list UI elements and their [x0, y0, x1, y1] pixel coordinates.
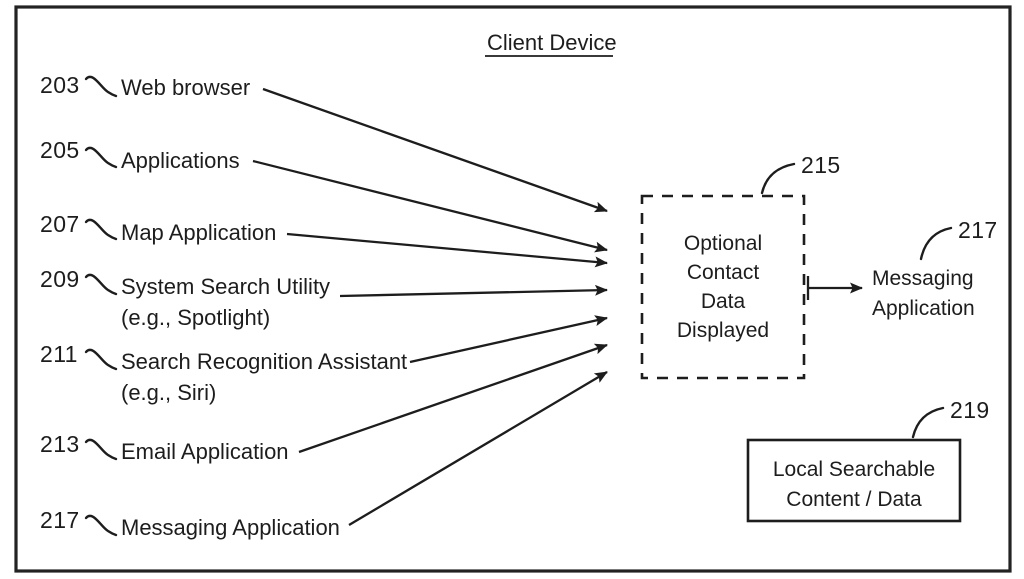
center-box-line-4: Displayed: [677, 319, 769, 342]
source-node-205: 205 Applications: [40, 137, 608, 253]
leader-squiggle-209: [84, 273, 118, 296]
storage-box-line-2: Content / Data: [786, 488, 922, 511]
ref-number-217-right: 217: [958, 217, 998, 243]
source-sublabel-211: (e.g., Siri): [121, 380, 216, 405]
ref-number-203: 203: [40, 72, 80, 98]
ref-number-215: 215: [801, 152, 841, 178]
leader-squiggle-207: [84, 218, 118, 241]
ref-number-213: 213: [40, 431, 80, 457]
leader-squiggle-203: [84, 75, 118, 98]
client-device-frame: [14, 5, 1012, 573]
flow-arrow-207: [286, 232, 608, 268]
storage-box-line-1: Local Searchable: [773, 458, 935, 481]
output-label-line-1: Messaging: [872, 267, 974, 290]
source-label-213: Email Application: [121, 439, 289, 464]
ref-number-205: 205: [40, 137, 80, 163]
output-label-line-2: Application: [872, 297, 975, 320]
center-box-line-1: Optional: [684, 232, 762, 255]
ref-number-207: 207: [40, 211, 80, 237]
source-sublabel-209: (e.g., Spotlight): [121, 305, 270, 330]
center-box-line-2: Contact: [687, 261, 760, 284]
leader-curve-219: [911, 406, 945, 439]
center-box-line-3: Data: [701, 290, 746, 313]
leader-curve-217-right: [919, 226, 953, 261]
flow-arrow-217: [348, 371, 608, 526]
ref-number-219: 219: [950, 397, 990, 423]
source-label-217-left: Messaging Application: [121, 515, 340, 540]
source-label-207: Map Application: [121, 220, 276, 245]
leader-squiggle-205: [84, 146, 118, 169]
source-label-203: Web browser: [121, 75, 250, 100]
flow-arrow-213: [298, 343, 608, 454]
ref-number-209: 209: [40, 266, 80, 292]
source-node-207: 207 Map Application: [40, 211, 608, 268]
ref-number-217-left: 217: [40, 507, 80, 533]
leader-squiggle-211: [84, 348, 118, 371]
ref-number-211: 211: [40, 341, 78, 367]
leader-squiggle-213: [84, 438, 118, 461]
figure-title: Client Device: [487, 30, 617, 55]
messaging-application-node: Messaging Application 217: [872, 217, 998, 320]
source-node-217: 217 Messaging Application: [40, 371, 608, 540]
dashed-box-outline: [640, 194, 806, 380]
optional-contact-data-box: Optional Contact Data Displayed 215: [640, 152, 841, 380]
flow-arrow-205: [252, 159, 608, 253]
source-label-211: Search Recognition Assistant: [121, 349, 407, 374]
flow-arrow-209: [339, 284, 608, 298]
flow-arrow-211: [409, 315, 608, 364]
flow-arrow-203: [262, 87, 608, 213]
storage-box-outline: [746, 438, 962, 523]
local-searchable-content-box: Local Searchable Content / Data 219: [746, 397, 990, 523]
source-node-213: 213 Email Application: [40, 343, 608, 464]
source-label-205: Applications: [121, 148, 240, 173]
leader-curve-215: [760, 162, 796, 195]
source-label-209: System Search Utility: [121, 274, 330, 299]
source-node-211: 211 Search Recognition Assistant (e.g., …: [40, 315, 608, 405]
source-node-203: 203 Web browser: [40, 72, 608, 213]
leader-squiggle-217-left: [84, 514, 118, 537]
source-node-209: 209 System Search Utility (e.g., Spotlig…: [40, 266, 608, 330]
